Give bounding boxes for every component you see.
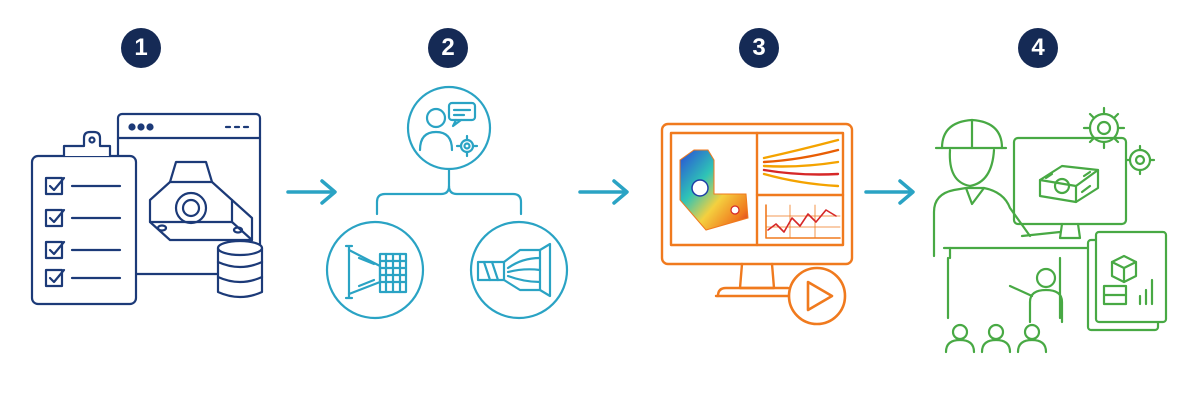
arrow-1-icon (286, 179, 337, 205)
user-meshing-and-flow-icon (325, 85, 569, 320)
step-4-badge: 4 (1018, 28, 1058, 68)
simulation-monitor-play-icon (660, 122, 854, 326)
arrow-2-icon (578, 179, 629, 205)
checklist-and-cad-model-icon (30, 112, 264, 306)
engineer-review-presentation-icon (932, 106, 1168, 354)
step-2-badge: 2 (428, 28, 468, 68)
arrow-3-icon (864, 179, 915, 205)
step-1-badge: 1 (121, 28, 161, 68)
step-3-badge: 3 (739, 28, 779, 68)
